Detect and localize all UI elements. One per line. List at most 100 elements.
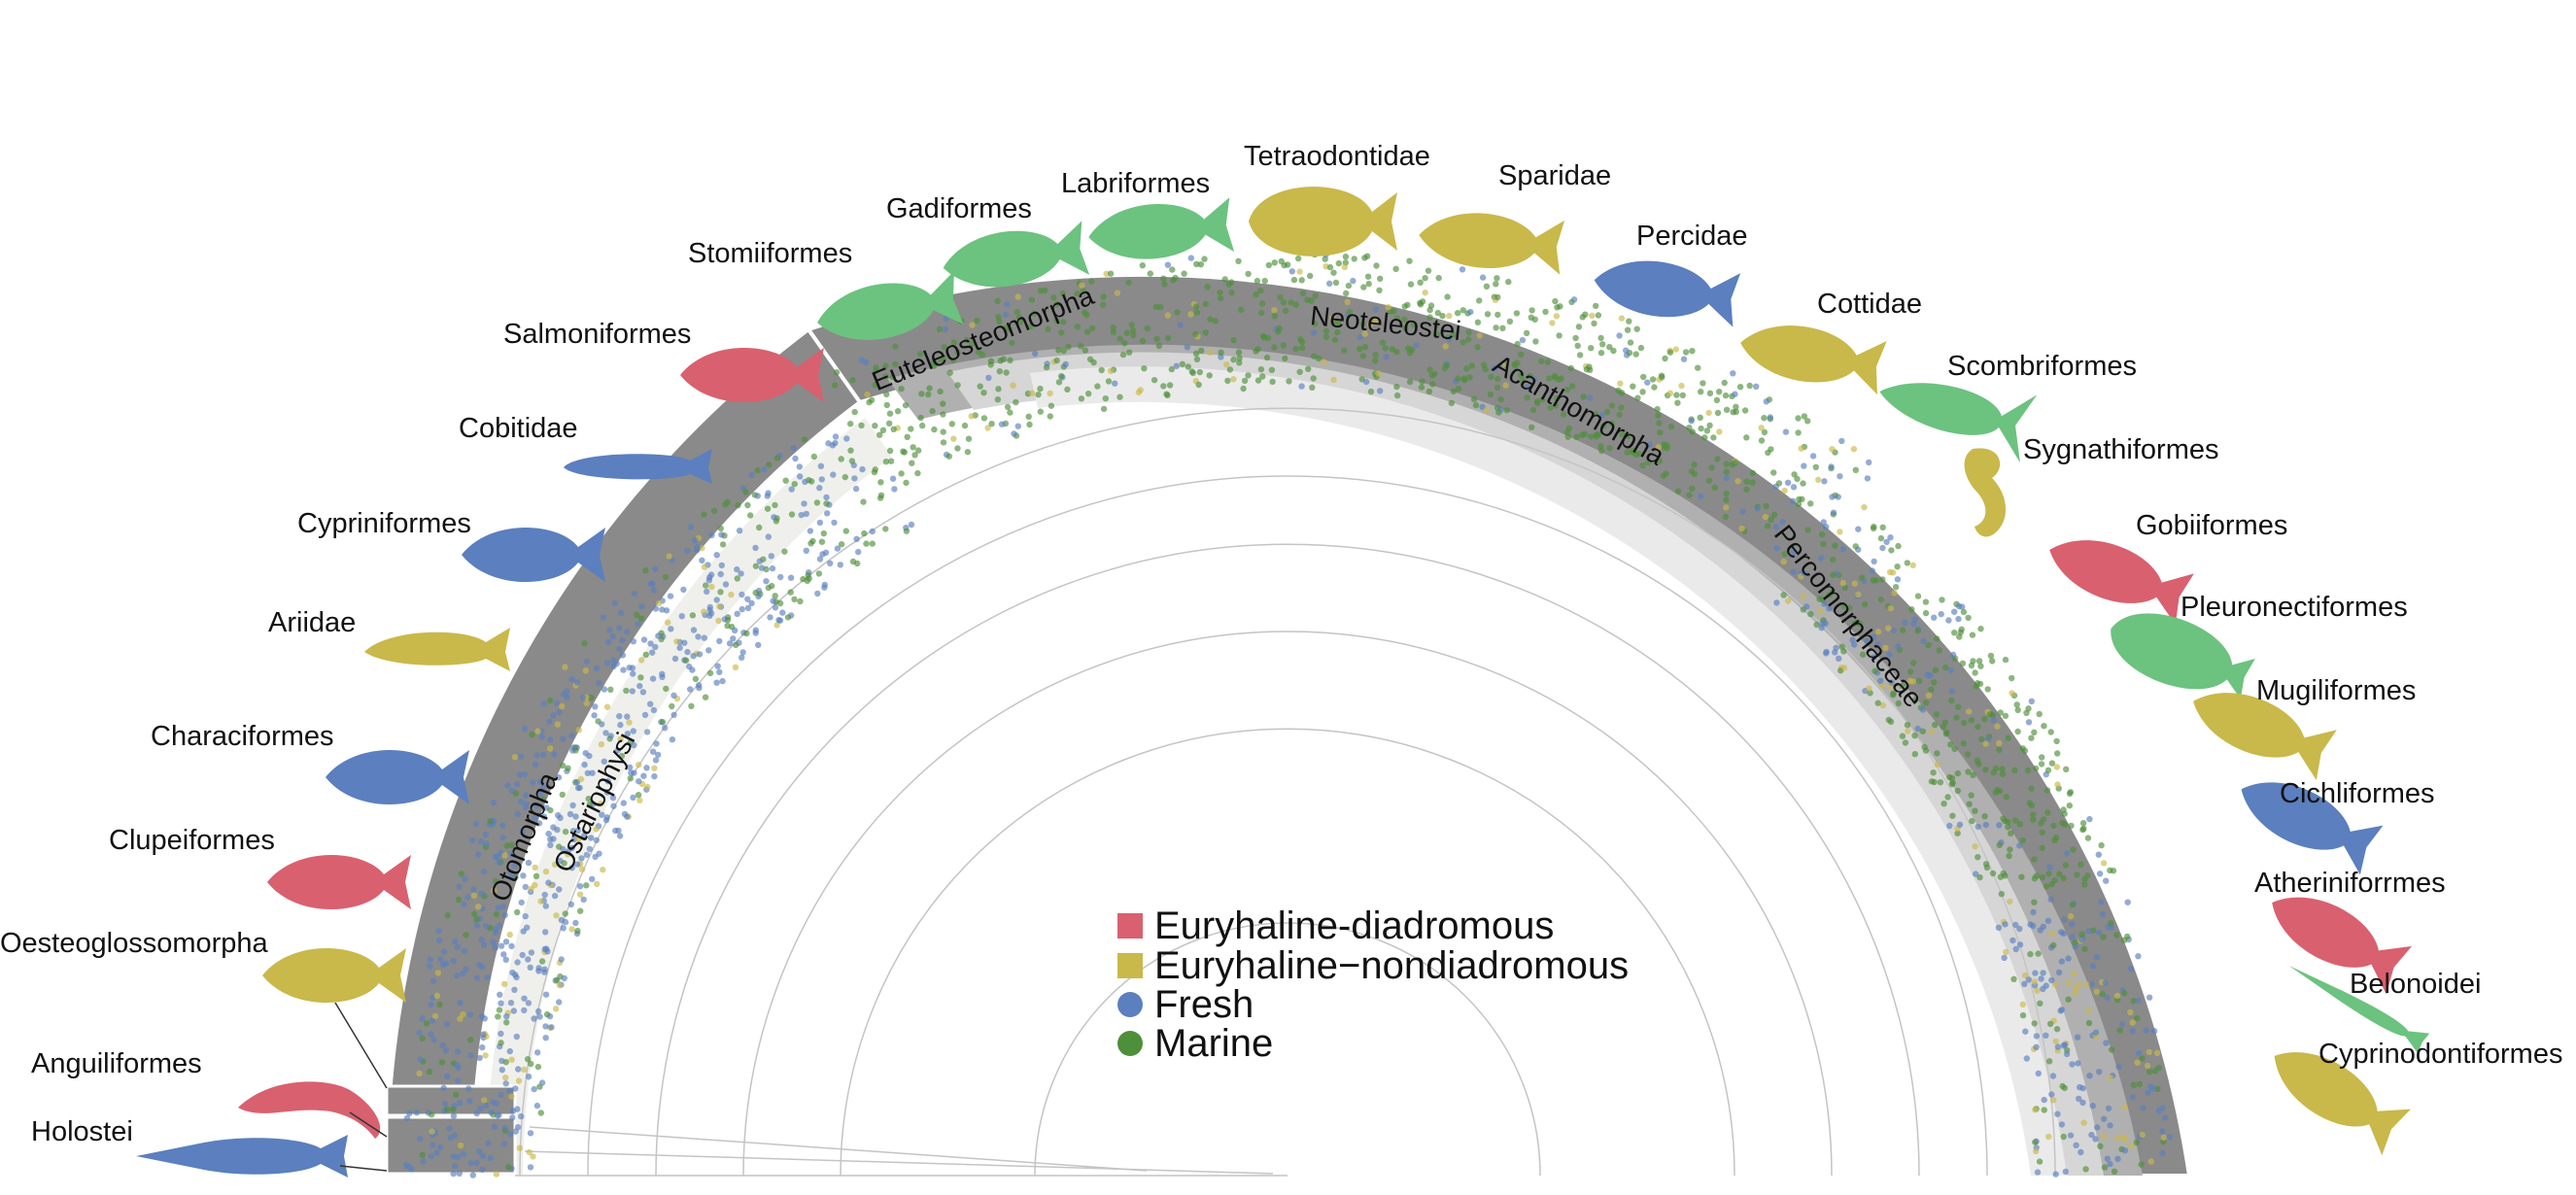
- tip-dot: [532, 802, 540, 809]
- tip-dot: [816, 519, 824, 527]
- tip-dot: [2095, 851, 2102, 858]
- tip-dot: [704, 588, 710, 596]
- tip-dot: [1288, 268, 1296, 275]
- tip-dot: [521, 726, 529, 733]
- tip-dot: [2024, 767, 2032, 774]
- tip-dot: [562, 910, 568, 917]
- tip-dot: [1790, 484, 1798, 491]
- tip-dot: [2016, 821, 2024, 828]
- tip-dot: [1775, 480, 1783, 487]
- tip-dot: [2009, 690, 2015, 697]
- tip-dot: [2003, 794, 2009, 801]
- tip-dot: [496, 1111, 502, 1118]
- tip-dot: [1035, 392, 1042, 398]
- fish-icon: [1419, 213, 1565, 275]
- tip-dot: [547, 806, 554, 814]
- tip-dot: [2005, 824, 2011, 831]
- tip-dot: [1518, 351, 1525, 358]
- tip-dot: [591, 712, 598, 719]
- tip-dot: [439, 1041, 446, 1049]
- tip-dot: [593, 836, 600, 843]
- tip-dot: [1864, 475, 1872, 482]
- tip-dot: [2100, 934, 2107, 940]
- tip-dot: [2054, 1110, 2061, 1117]
- tip-dot: [2089, 963, 2097, 970]
- tip-dot: [670, 711, 677, 719]
- tip-dot: [1895, 700, 1903, 707]
- tip-dot: [1265, 261, 1273, 269]
- tip-dot: [477, 1105, 484, 1112]
- tip-dot: [1198, 347, 1205, 355]
- tip-dot: [2166, 1134, 2174, 1141]
- tip-dot: [1941, 801, 1947, 807]
- tip-dot: [443, 1021, 451, 1028]
- tip-dot: [450, 1170, 457, 1178]
- tip-dot: [1357, 345, 1363, 353]
- tip-dot: [1346, 308, 1354, 316]
- tip-dot: [547, 745, 554, 752]
- tip-dot: [1532, 338, 1539, 345]
- tip-dot: [847, 421, 854, 427]
- tip-dot: [604, 638, 612, 645]
- tip-dot: [2068, 822, 2075, 830]
- tip-dot: [490, 799, 498, 806]
- tip-dot: [1236, 355, 1243, 361]
- tip-dot: [1460, 307, 1467, 314]
- tip-dot: [496, 922, 502, 929]
- fish-icon: [2272, 897, 2413, 995]
- tip-dot: [460, 1010, 466, 1018]
- tip-dot: [1954, 769, 1962, 777]
- tip-dot: [2031, 899, 2038, 905]
- tip-dot: [527, 1164, 534, 1171]
- tip-dot: [1078, 395, 1085, 402]
- tip-dot: [470, 892, 478, 899]
- tip-dot: [1254, 277, 1261, 285]
- tip-dot: [1597, 443, 1604, 450]
- tip-dot: [1444, 293, 1451, 300]
- tip-dot: [1922, 700, 1930, 706]
- tip-dot: [532, 881, 538, 889]
- tip-dot: [1586, 363, 1593, 370]
- tip-dot: [623, 687, 630, 695]
- tip-dot: [556, 981, 564, 989]
- tip-dot: [2139, 1055, 2146, 1062]
- tip-dot: [855, 548, 862, 556]
- tip-dot: [540, 813, 548, 820]
- tip-dot: [1721, 379, 1728, 387]
- tip-dot: [1706, 390, 1714, 396]
- tip-dot: [1271, 259, 1278, 266]
- tip-dot: [2058, 1121, 2066, 1128]
- tip-dot: [1296, 368, 1303, 375]
- tuna-icon: [1879, 383, 2038, 463]
- tip-dot: [1686, 425, 1693, 431]
- tip-dot: [2074, 1034, 2081, 1041]
- tip-dot: [834, 545, 841, 552]
- tip-dot: [1192, 350, 1200, 358]
- tip-dot: [511, 754, 519, 761]
- tip-dot: [1999, 766, 2006, 772]
- taxon-label: Characiformes: [151, 721, 334, 752]
- tip-dot: [1667, 424, 1675, 430]
- tip-dot: [1600, 423, 1607, 429]
- tip-dot: [1723, 490, 1730, 497]
- tip-dot: [457, 1142, 464, 1149]
- taxon-label: Cottidae: [1817, 289, 1922, 320]
- tip-dot: [525, 859, 532, 867]
- tip-dot: [2016, 925, 2023, 933]
- tip-dot: [678, 613, 685, 620]
- tip-dot: [535, 820, 543, 827]
- tip-dot: [1271, 313, 1279, 320]
- tip-dot: [1904, 722, 1911, 729]
- tip-dot: [2118, 1020, 2126, 1028]
- fish-icon: [2274, 1052, 2411, 1156]
- tip-dot: [1298, 277, 1305, 284]
- tip-dot: [1714, 456, 1721, 462]
- tip-dot: [509, 1114, 516, 1121]
- tip-dot: [1330, 376, 1337, 384]
- tip-dot: [890, 426, 897, 432]
- tip-dot: [429, 1111, 435, 1118]
- tip-dot: [1915, 677, 1923, 685]
- tip-dot: [649, 748, 657, 755]
- tip-dot: [1716, 389, 1723, 395]
- tip-dot: [1164, 312, 1172, 319]
